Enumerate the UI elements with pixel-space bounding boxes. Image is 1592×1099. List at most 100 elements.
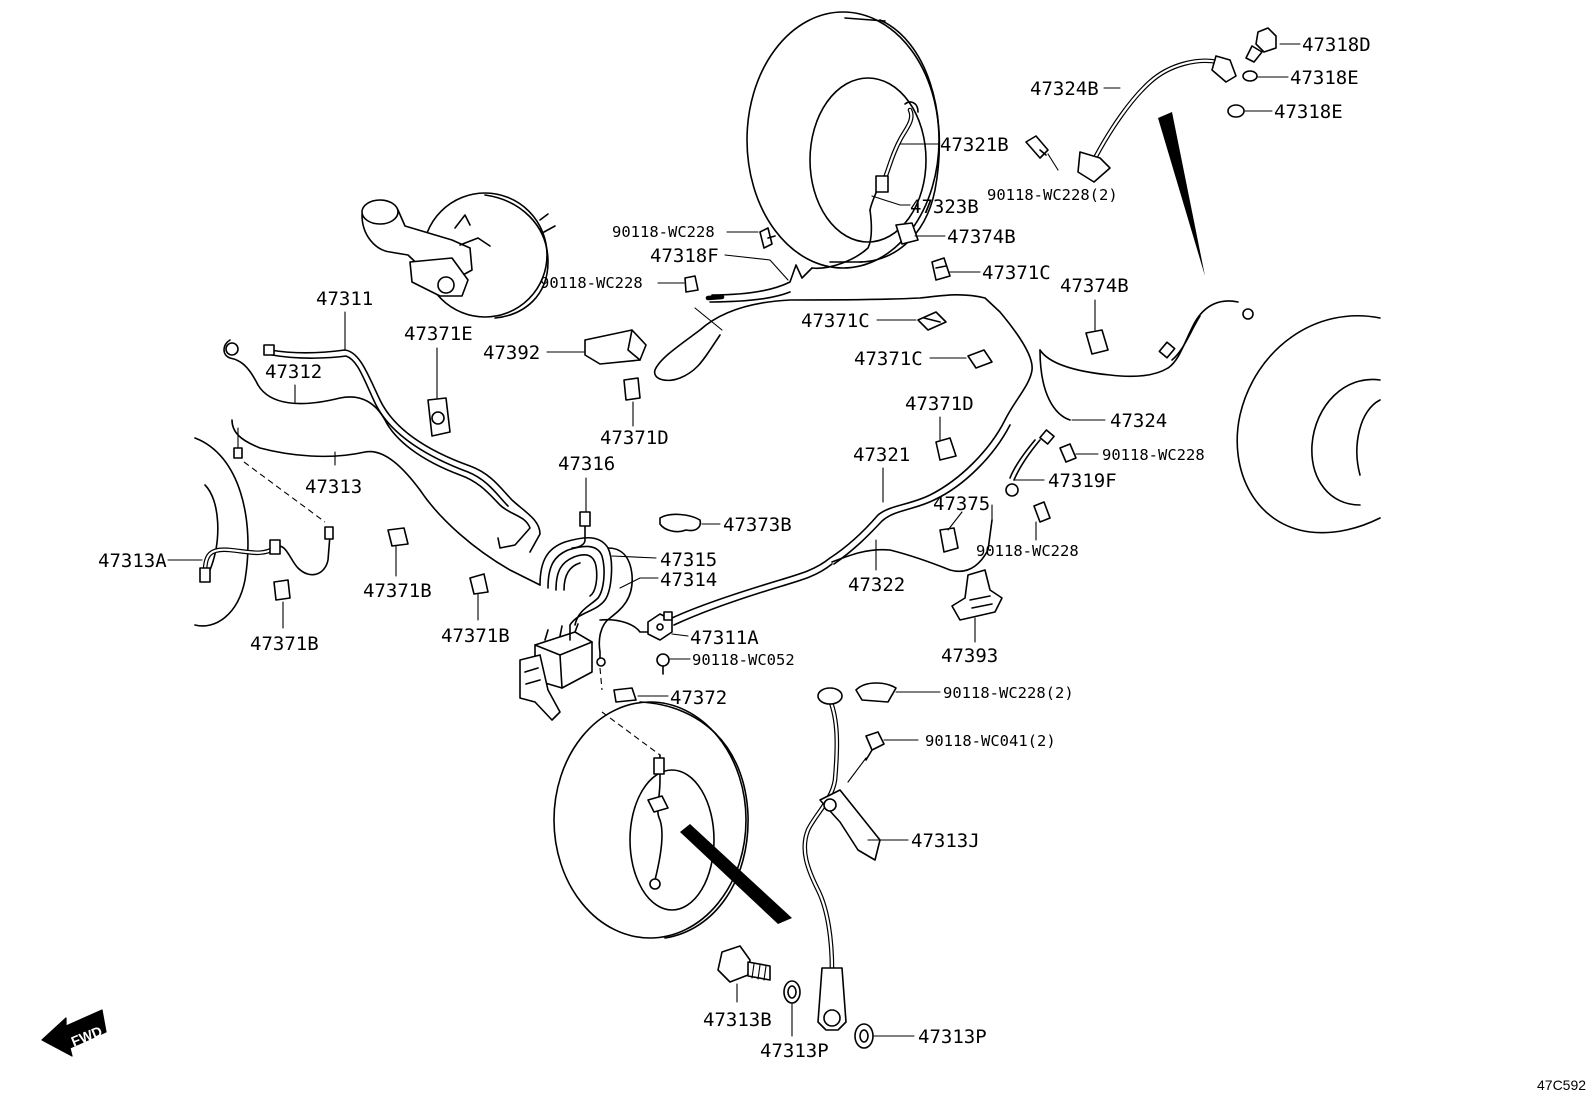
label-47318F: 47318F bbox=[650, 245, 719, 267]
label-47371C-c: 47371C bbox=[854, 348, 923, 370]
diagram-code: 47C592 bbox=[1537, 1077, 1586, 1093]
clamp-47371D-a bbox=[935, 437, 957, 461]
clamp-47371B-c bbox=[469, 573, 489, 595]
label-47313P-a: 47313P bbox=[760, 1040, 829, 1062]
label-47311: 47311 bbox=[316, 288, 373, 310]
hose-47321B bbox=[875, 101, 919, 193]
brake-booster-master-cylinder bbox=[361, 192, 556, 319]
label-47393: 47393 bbox=[941, 645, 998, 667]
clamp-47373B bbox=[659, 513, 702, 533]
gasket-47318E-a bbox=[1242, 70, 1258, 82]
label-47316: 47316 bbox=[558, 453, 615, 475]
union-bolt-47318D bbox=[1245, 27, 1277, 63]
label-47313J: 47313J bbox=[911, 830, 980, 852]
gasket-47318E-b bbox=[1227, 104, 1245, 118]
label-47374B-a: 47374B bbox=[947, 226, 1016, 248]
label-47318E-a: 47318E bbox=[1290, 67, 1359, 89]
tube-47319F bbox=[1005, 429, 1055, 497]
clamp-47375 bbox=[939, 527, 959, 553]
label-47371E: 47371E bbox=[404, 323, 473, 345]
label-47322: 47322 bbox=[848, 574, 905, 596]
clamp-47371E bbox=[427, 397, 451, 437]
tube-47321 bbox=[653, 294, 1033, 565]
front-left-tire bbox=[194, 437, 249, 627]
clip-90118-wc228-2-bottom bbox=[855, 682, 897, 703]
label-90118-wc228-b: 90118-WC228 bbox=[540, 274, 643, 292]
front-left-flex-hose bbox=[199, 461, 334, 583]
label-47312: 47312 bbox=[265, 361, 322, 383]
label-47311A: 47311A bbox=[690, 627, 759, 649]
label-47318E-b: 47318E bbox=[1274, 101, 1343, 123]
label-90118-wc228-d: 90118-WC228 bbox=[976, 542, 1079, 560]
label-90118-wc228-c: 90118-WC228 bbox=[1102, 446, 1205, 464]
bolt-90118-wc041 bbox=[865, 731, 885, 761]
clamp-47371B-b bbox=[273, 579, 291, 601]
tube-47311 bbox=[263, 344, 541, 553]
hose-front-right bbox=[599, 667, 669, 890]
clip-90118-wc228-d bbox=[1033, 501, 1051, 523]
clamp-47374B-a bbox=[895, 222, 919, 245]
leader-lines bbox=[167, 43, 1301, 1037]
clip-90118-wc228-top bbox=[1025, 135, 1049, 159]
clamp-47371B-a bbox=[387, 527, 409, 547]
clamp-47371C-a bbox=[931, 257, 951, 281]
view-wedge-front bbox=[680, 824, 792, 924]
label-47313A: 47313A bbox=[98, 550, 167, 572]
label-90118-wc228-2-bottom: 90118-WC228(2) bbox=[943, 684, 1074, 702]
hose-47324B bbox=[1077, 55, 1237, 183]
forward-direction-arrow: FWD bbox=[41, 1009, 107, 1057]
hose-47313J bbox=[802, 687, 881, 1031]
clip-90118-wc228-c bbox=[1059, 443, 1077, 463]
gasket-47313P-b bbox=[854, 1023, 874, 1049]
rear-right-tire bbox=[1236, 315, 1381, 534]
label-47372: 47372 bbox=[670, 687, 727, 709]
tube-47314 bbox=[596, 547, 651, 667]
tube-bundle-47315 bbox=[539, 511, 613, 641]
label-47371B-c: 47371B bbox=[441, 625, 510, 647]
label-47319F: 47319F bbox=[1048, 470, 1117, 492]
clip-90118-wc228-b bbox=[684, 275, 699, 293]
label-47374B-b: 47374B bbox=[1060, 275, 1129, 297]
clamp-47371D-b bbox=[623, 377, 641, 401]
union-bolt-47313B bbox=[717, 945, 771, 983]
label-90118-wc228-a: 90118-WC228 bbox=[612, 223, 715, 241]
tube-47322 bbox=[831, 504, 993, 572]
clamp-47374B-b bbox=[1085, 329, 1109, 355]
label-90118-wc041-2: 90118-WC041(2) bbox=[925, 732, 1056, 750]
label-47371D-b: 47371D bbox=[600, 427, 669, 449]
label-47313: 47313 bbox=[305, 476, 362, 498]
label-47315: 47315 bbox=[660, 549, 717, 571]
tube-47313 bbox=[231, 419, 541, 586]
label-47392: 47392 bbox=[483, 342, 540, 364]
label-47371C-b: 47371C bbox=[801, 310, 870, 332]
label-47321: 47321 bbox=[853, 444, 910, 466]
clip-90118-wc228-a bbox=[759, 227, 776, 249]
abs-actuator bbox=[519, 623, 593, 721]
label-47314: 47314 bbox=[660, 569, 717, 591]
front-right-tire bbox=[553, 701, 749, 939]
label-47313P-b: 47313P bbox=[918, 1026, 987, 1048]
junction-block-47311a bbox=[647, 557, 833, 641]
label-47321B: 47321B bbox=[940, 134, 1009, 156]
label-47324B: 47324B bbox=[1030, 78, 1099, 100]
bracket-47393 bbox=[951, 569, 1003, 621]
tube-47324 bbox=[1039, 300, 1254, 421]
label-47323B: 47323B bbox=[910, 196, 979, 218]
label-47371B-a: 47371B bbox=[363, 580, 432, 602]
tube-47318F bbox=[705, 181, 881, 303]
label-90118-wc228-2-top: 90118-WC228(2) bbox=[987, 186, 1118, 204]
label-47313B: 47313B bbox=[703, 1009, 772, 1031]
label-47371B-b: 47371B bbox=[250, 633, 319, 655]
label-47371C-a: 47371C bbox=[982, 262, 1051, 284]
label-47324: 47324 bbox=[1110, 410, 1167, 432]
bracket-47392 bbox=[584, 329, 647, 365]
label-47373B: 47373B bbox=[723, 514, 792, 536]
view-wedge-rear bbox=[1158, 112, 1205, 276]
label-47371D-a: 47371D bbox=[905, 393, 974, 415]
clamp-47371C-b bbox=[917, 311, 947, 331]
label-90118-wc052: 90118-WC052 bbox=[692, 651, 795, 669]
label-47318D: 47318D bbox=[1302, 34, 1371, 56]
clamp-47371C-c bbox=[967, 349, 993, 369]
label-47375: 47375 bbox=[933, 493, 990, 515]
